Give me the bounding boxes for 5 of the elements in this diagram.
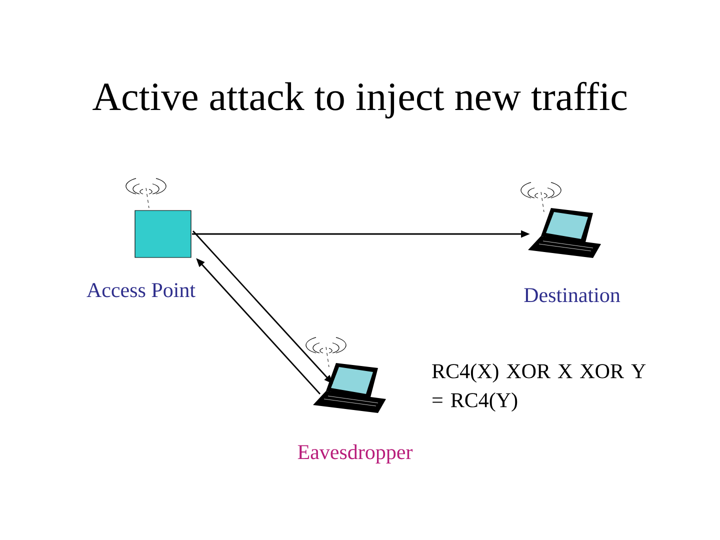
node-label: Destination <box>524 288 620 302</box>
node-label: Eavesdropper <box>298 444 413 464</box>
node-label: Access Point <box>86 283 196 298</box>
formula-note: RC4(X) XOR X XOR Y = RC4(Y) <box>432 364 646 412</box>
title: Active attack to inject new traffic <box>92 82 627 118</box>
